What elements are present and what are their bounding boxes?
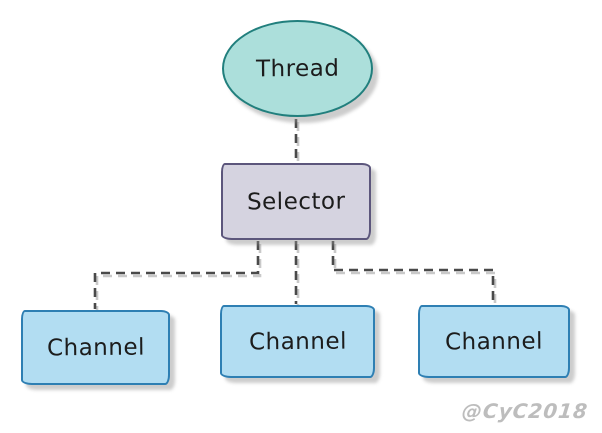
node-channel-3-label: Channel (444, 328, 544, 355)
node-channel-1: Channel (21, 310, 170, 385)
node-thread-label: Thread (255, 55, 340, 82)
node-channel-1-label: Channel (46, 334, 145, 361)
node-thread: Thread (222, 20, 373, 117)
node-channel-2: Channel (220, 305, 375, 378)
node-channel-3: Channel (418, 305, 570, 378)
node-selector: Selector (221, 163, 371, 240)
edge-selector-channel-1 (93, 241, 260, 309)
node-channel-2-label: Channel (248, 328, 347, 355)
node-selector-label: Selector (246, 188, 346, 215)
watermark: @CyC2018 (460, 399, 590, 423)
edge-shadow-selector-channel-3 (333, 244, 497, 307)
edge-shadow-selector-channel-1 (95, 244, 262, 312)
edge-selector-channel-3 (331, 241, 495, 304)
